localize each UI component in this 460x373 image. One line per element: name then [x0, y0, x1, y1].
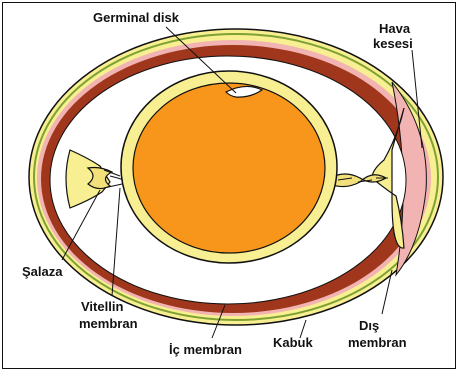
- label-vitellin-line1: Vitellin: [81, 299, 123, 314]
- label-hava-kesesi-line1: Hava: [379, 21, 411, 36]
- label-kabuk: Kabuk: [273, 335, 314, 350]
- label-salaza: Şalaza: [22, 264, 63, 279]
- label-dis-line1: Dış: [359, 318, 379, 333]
- label-vitellin-line2: membran: [79, 316, 138, 331]
- yolk: [133, 83, 325, 253]
- label-ic-membran: İç membran: [169, 342, 242, 357]
- label-dis-line2: membran: [348, 335, 407, 350]
- label-germinal-disk: Germinal disk: [93, 10, 180, 25]
- label-hava-kesesi-line2: kesesi: [373, 36, 413, 51]
